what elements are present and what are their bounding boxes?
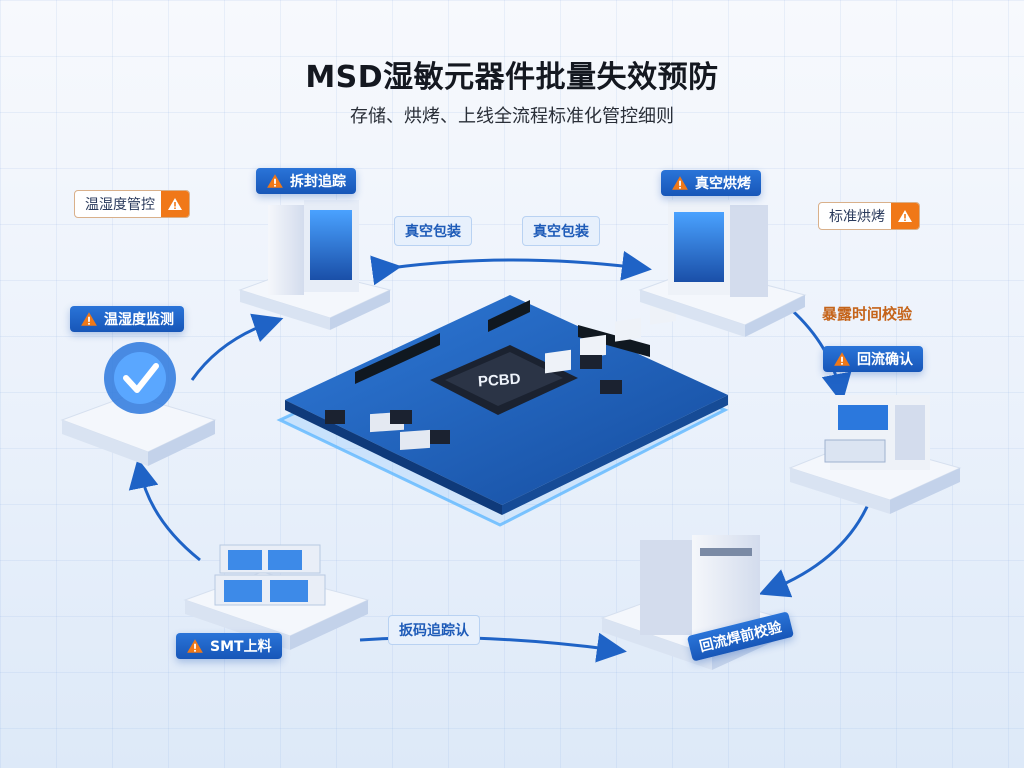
tag-text: 真空包装: [533, 224, 589, 240]
flow-arrow: [190, 313, 284, 381]
tag-text: 温湿度监测: [104, 312, 174, 328]
tag-vacuum-pack-2: 真空包装: [522, 216, 600, 246]
component: [325, 410, 345, 424]
flow-arrow: [128, 458, 201, 562]
component: [545, 349, 571, 374]
tag-humidity-monitor: 温湿度监测: [70, 306, 184, 332]
page-title: MSD湿敏元器件批量失效预防: [305, 60, 719, 95]
tag-code-confirm: 扳码追踪认: [388, 615, 480, 645]
tag-vacuum-pack-1: 真空包装: [394, 216, 472, 246]
soldering-cabinet: [640, 540, 692, 635]
tag-reflow-confirm: 回流确认: [823, 346, 923, 372]
component: [600, 380, 622, 394]
chip-label: PCBD: [477, 370, 522, 391]
warning-icon: [187, 639, 203, 653]
tag-text: 温湿度管控: [85, 197, 155, 213]
tag-smt-loading: SMT上料: [176, 633, 282, 659]
component: [390, 410, 412, 424]
warning-icon: [898, 210, 912, 222]
pin-header: [488, 300, 530, 332]
tag-text: 扳码追踪认: [399, 623, 469, 639]
pin-header: [355, 333, 440, 384]
warning-icon: [81, 312, 97, 326]
warning-icon: [672, 176, 688, 190]
tag-unseal-tracking: 拆封追踪: [256, 168, 356, 194]
component: [580, 334, 606, 359]
flow-arrow: [370, 250, 652, 286]
tag-text: SMT上料: [210, 639, 272, 655]
page-subtitle: 存储、烘烤、上线全流程标准化管控细则: [350, 106, 674, 127]
tag-text: 真空包装: [405, 224, 461, 240]
checkmark-icon: [123, 363, 159, 393]
tag-standard-bake: 标准烘烤: [818, 202, 920, 230]
tag-humidity-control: 温湿度管控: [74, 190, 190, 218]
warning-icon: [267, 174, 283, 188]
tag-text: 拆封追踪: [290, 174, 346, 190]
flow-arrow: [758, 499, 872, 598]
warning-icon: [168, 198, 182, 210]
storage-cabinet: [268, 205, 304, 295]
tag-text: 真空烘烤: [695, 176, 751, 192]
warning-icon: [834, 352, 850, 366]
component: [400, 429, 430, 451]
tag-vacuum-bake: 真空烘烤: [661, 170, 761, 196]
pin-header: [578, 325, 650, 357]
component: [580, 355, 602, 369]
tag-text: 回流确认: [857, 352, 913, 368]
label-exposure-check: 暴露时间校验: [822, 305, 913, 323]
component: [615, 317, 641, 342]
component: [430, 430, 450, 444]
tag-text: 标准烘烤: [829, 209, 885, 225]
